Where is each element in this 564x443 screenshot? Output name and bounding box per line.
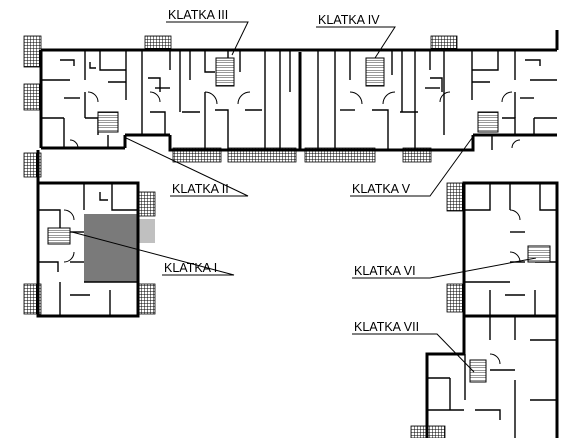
label-klatka-2: KLATKA II xyxy=(172,182,229,196)
balcony xyxy=(144,35,172,51)
door-swings xyxy=(63,91,521,365)
highlighted-unit xyxy=(84,214,138,282)
balcony xyxy=(23,35,42,68)
label-klatka-4: KLATKA IV xyxy=(318,13,380,27)
stair-klatka-1 xyxy=(47,227,71,245)
stairwell-labels: KLATKA III KLATKA IV KLATKA II KLATKA V … xyxy=(164,8,419,334)
balcony xyxy=(446,182,465,212)
label-leaders xyxy=(71,21,537,373)
stair-klatka-5 xyxy=(477,111,499,133)
stair-klatka-6 xyxy=(527,245,551,263)
stair-klatka-3 xyxy=(215,57,235,87)
stair-klatka-4 xyxy=(365,57,385,87)
highlighted-balcony xyxy=(138,219,155,243)
label-klatka-1: KLATKA I xyxy=(164,261,217,275)
balcony xyxy=(137,283,156,315)
stair-klatka-7 xyxy=(469,359,487,383)
label-klatka-3: KLATKA III xyxy=(168,8,228,22)
balcony xyxy=(446,283,465,313)
highlighted-apartment xyxy=(84,214,155,282)
stair-klatka-2 xyxy=(97,111,119,133)
balcony xyxy=(430,35,458,51)
interior-walls xyxy=(38,50,557,438)
label-klatka-7: KLATKA VII xyxy=(354,320,419,334)
balcony xyxy=(23,83,42,111)
label-klatka-6: KLATKA VI xyxy=(354,264,416,278)
balcony xyxy=(137,191,156,217)
label-klatka-5: KLATKA V xyxy=(352,182,411,196)
